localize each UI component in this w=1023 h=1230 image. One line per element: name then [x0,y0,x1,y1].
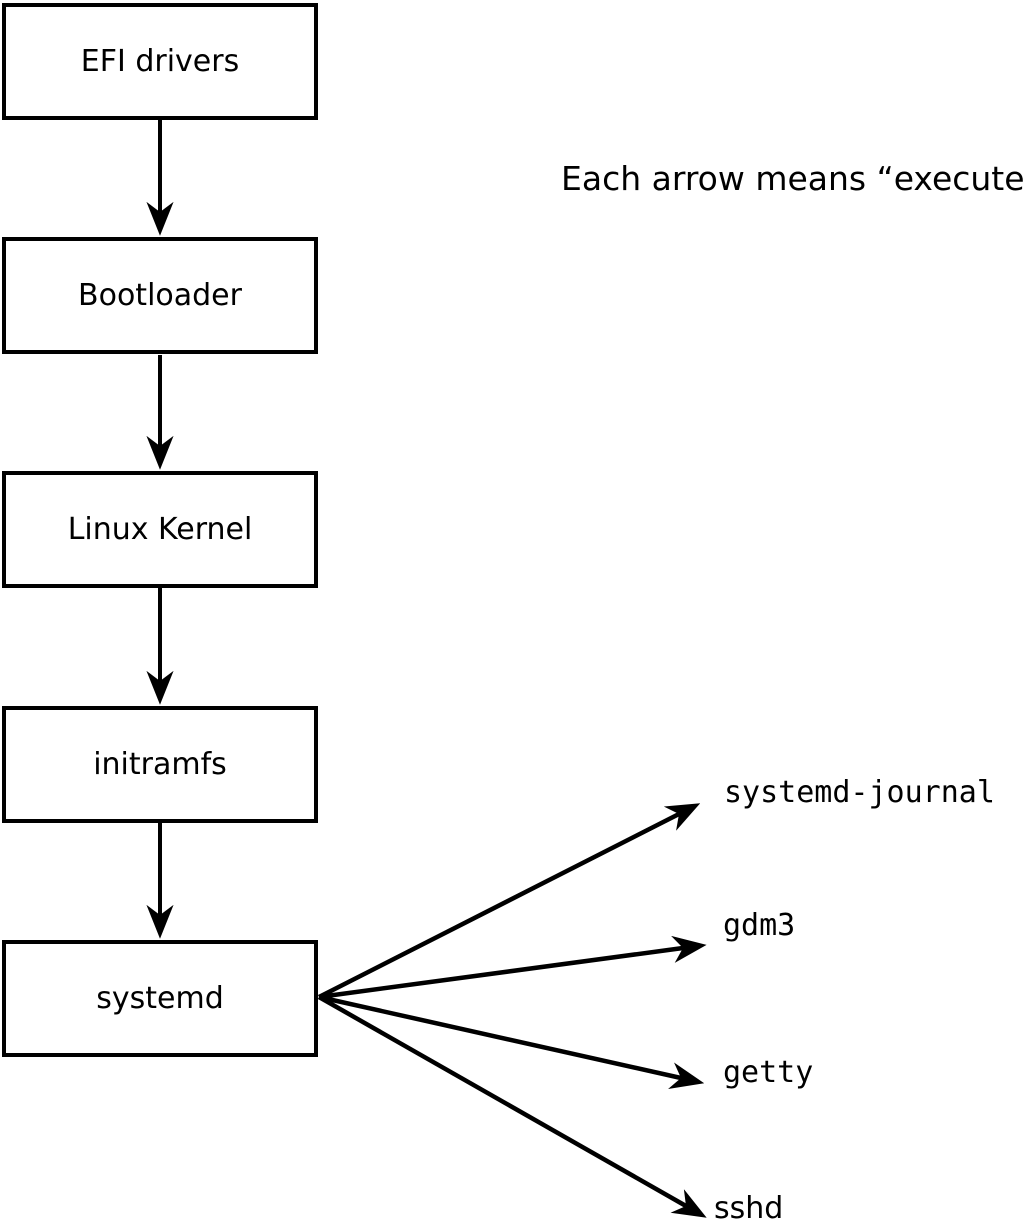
node-initramfs-label: initramfs [93,746,227,782]
node-systemd: systemd [2,940,318,1057]
edge-systemd-to-sshd [317,995,707,1218]
node-bootloader-label: Bootloader [78,277,242,313]
node-bootloader: Bootloader [2,237,318,354]
service-label-gdm3: gdm3 [723,908,796,943]
legend-annotation: Each arrow means “executes”. [561,159,1023,198]
edge-systemd-to-journal [317,803,701,1000]
service-label-getty: getty [723,1055,814,1090]
node-initramfs: initramfs [2,706,318,823]
node-efi-drivers-label: EFI drivers [80,43,240,79]
service-label-systemd-journal: systemd-journal [724,775,995,810]
service-label-sshd: sshd [714,1191,784,1226]
edge-systemd-to-gdm3 [318,935,707,1000]
node-systemd-label: systemd [96,980,224,1016]
edge-systemd-to-getty [318,994,705,1090]
node-efi-drivers: EFI drivers [2,3,318,120]
node-linux-kernel: Linux Kernel [2,471,318,588]
node-linux-kernel-label: Linux Kernel [67,511,253,547]
